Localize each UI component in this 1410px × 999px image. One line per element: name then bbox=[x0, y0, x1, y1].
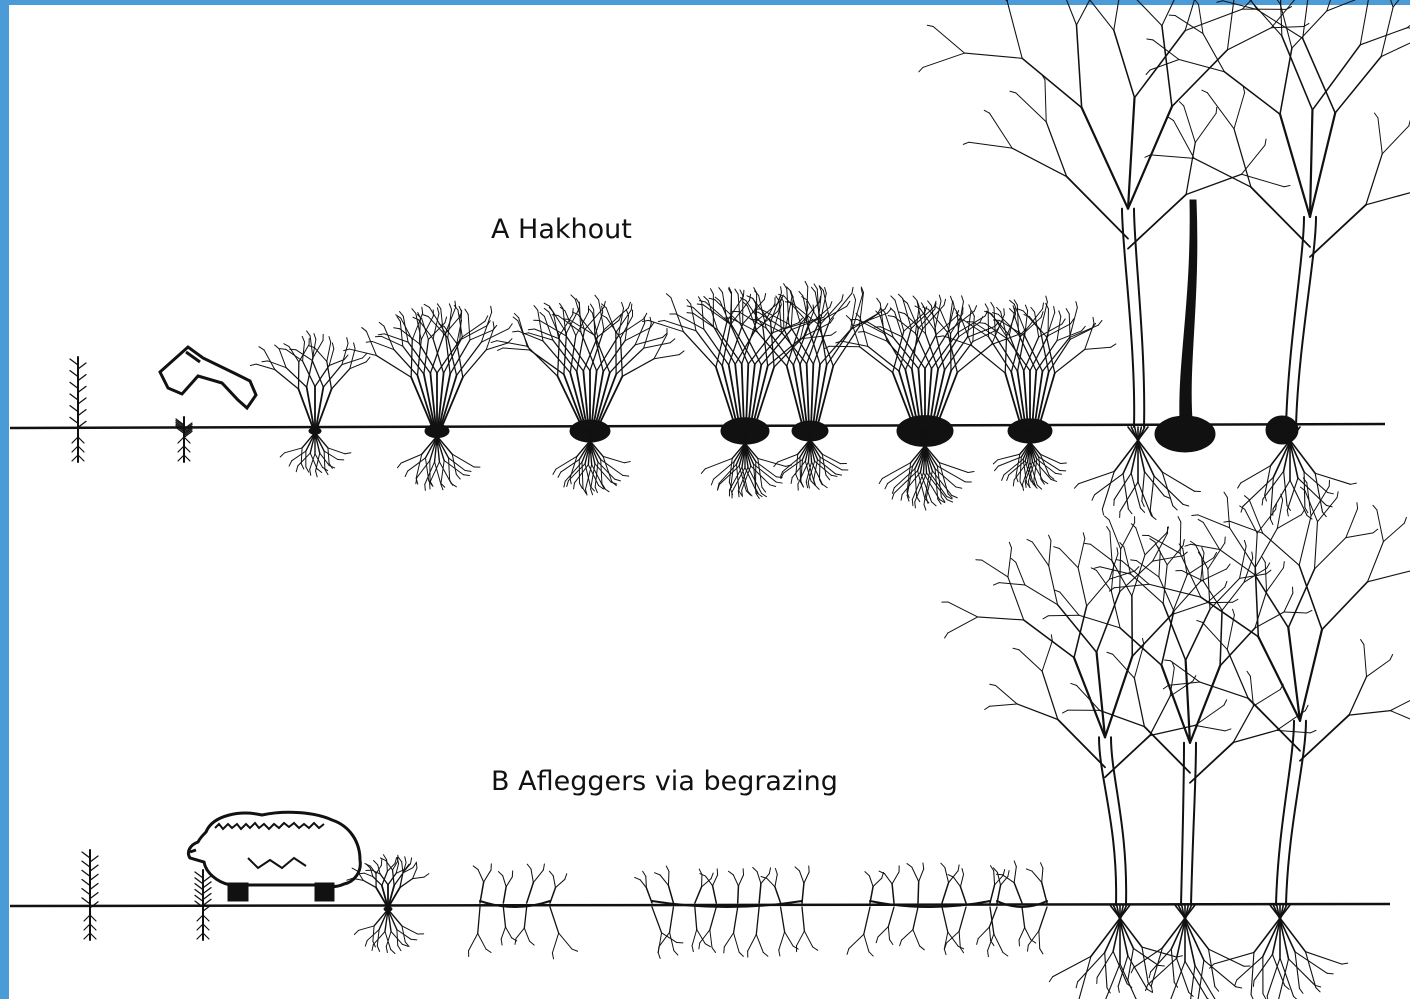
regrowth-young bbox=[250, 331, 370, 477]
stool-large bbox=[824, 294, 1026, 510]
stump-after-cut bbox=[176, 417, 192, 462]
row-b-layering bbox=[10, 478, 1410, 999]
old-stump bbox=[1155, 200, 1298, 452]
mature-tree-a1 bbox=[919, 0, 1309, 520]
mature-tree-b3 bbox=[1109, 478, 1410, 999]
regrowth-bush-1 bbox=[344, 301, 513, 490]
layered-shoot-3 bbox=[977, 861, 1047, 954]
seedling-a bbox=[70, 357, 86, 462]
axe-icon bbox=[160, 347, 256, 408]
caption-a-coppice: A Hakhout bbox=[491, 214, 632, 245]
caption-b-layering: B Afleggers via begrazing bbox=[491, 766, 838, 797]
spreading-shoot-1 bbox=[469, 864, 578, 959]
layered-shoot-1 bbox=[635, 866, 818, 958]
regrowth-bush-2 bbox=[491, 295, 684, 495]
sheep-icon bbox=[188, 812, 360, 900]
row-a-coppice bbox=[10, 0, 1410, 525]
layered-shoot-2 bbox=[847, 863, 1008, 957]
seedling-b bbox=[82, 850, 98, 940]
stool-small bbox=[937, 296, 1116, 490]
